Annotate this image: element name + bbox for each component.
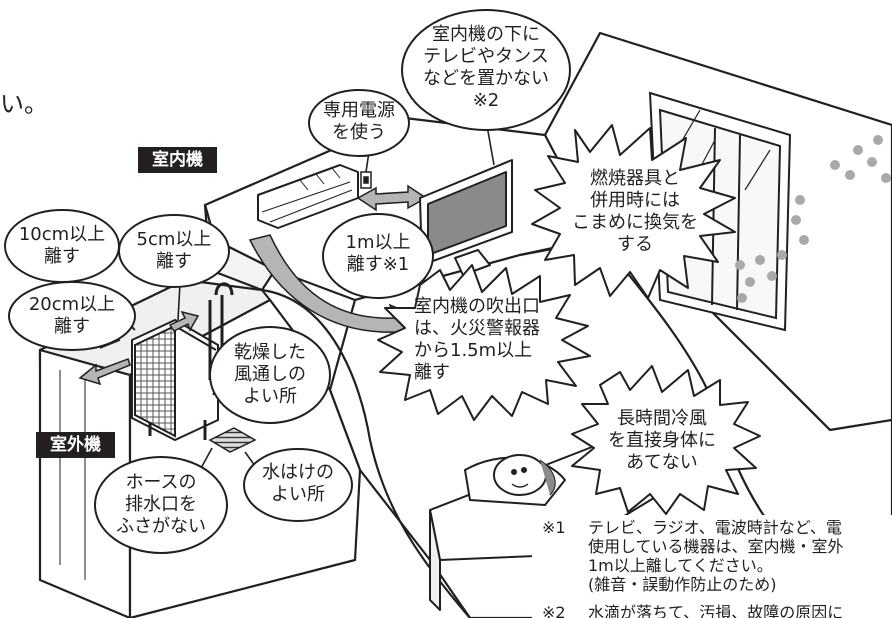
burst-no-direct-wind xyxy=(571,365,761,515)
callout-line: 室内機の下に xyxy=(432,24,540,45)
callout-no-direct-wind: 長時間冷風 を直接身体に あてない xyxy=(594,408,730,474)
bubble-gap-1m xyxy=(322,213,434,299)
callout-line: を直接身体に xyxy=(608,430,716,451)
callout-gap-5cm: 5cm以上 離す xyxy=(120,229,228,273)
footnote-mark: ※2 xyxy=(542,603,566,618)
callout-gap-20cm: 20cm以上 離す xyxy=(10,294,134,338)
callout-line: 離す xyxy=(44,246,80,267)
bubble-gap-20cm xyxy=(8,281,136,351)
callout-line: 1m以上 xyxy=(345,232,411,253)
callout-no-tv-below: 室内機の下に テレビやタンス などを置かない ※2 xyxy=(402,24,570,112)
callout-line: ホースの xyxy=(125,472,197,493)
callout-line: 離す xyxy=(156,251,192,272)
callout-dry-place: 乾燥した 風通しの よい所 xyxy=(222,342,318,408)
outdoor-unit xyxy=(131,282,234,442)
speech-bubbles xyxy=(4,9,571,554)
callout-line: よい所 xyxy=(243,386,297,407)
outdoor-unit-tag: 室外機 xyxy=(36,432,115,458)
callout-line: ※2 xyxy=(472,90,500,111)
callout-line: 離す xyxy=(54,316,90,337)
callout-line: 風通しの xyxy=(234,364,306,385)
footnote-line: (雑音・誤動作防止のため) xyxy=(588,575,777,594)
callout-line: 5cm以上 xyxy=(136,229,212,250)
callout-line: する xyxy=(617,234,653,255)
callout-line: 水はけの xyxy=(262,462,334,483)
outdoor-noise-dots xyxy=(735,135,891,303)
tv-set xyxy=(419,159,513,276)
callout-drainage: 水はけの よい所 xyxy=(250,462,346,506)
callout-line: 離す xyxy=(414,362,450,383)
bubble-gap-5cm xyxy=(118,214,230,288)
burst-ventilate xyxy=(531,124,736,299)
callout-line: などを置かない xyxy=(423,68,549,89)
callout-line: あてない xyxy=(626,452,698,473)
power-outlet-icon xyxy=(360,171,372,189)
bubble-hose-outlet xyxy=(94,456,228,554)
callout-line: 10cm以上 xyxy=(18,224,106,245)
callout-line: 乾燥した xyxy=(234,342,306,363)
footnote-2: ※2 水滴が落ちて、汚損、故障の原因に xyxy=(542,603,843,618)
drain-grate xyxy=(208,427,257,453)
callout-line: 併用時には xyxy=(590,190,680,211)
burst-callouts xyxy=(377,124,761,515)
callout-line: を使う xyxy=(332,122,386,143)
callout-line: 排水口を xyxy=(125,494,197,515)
bubble-no-tv-below xyxy=(401,9,571,131)
footnotes-panel: ※1 テレビ、ラジオ、電波時計など、電 使用している機器は、室内機・室外 1m以… xyxy=(532,515,892,618)
callout-line: よい所 xyxy=(271,484,325,505)
bubble-dedicated-power xyxy=(308,89,410,157)
callout-dedicated-power: 専用電源 を使う xyxy=(309,100,409,144)
footnote-line: 使用している機器は、室内機・室外 xyxy=(588,537,844,556)
callout-ventilate: 燃焼器具と 併用時には こまめに換気を する xyxy=(560,168,710,256)
callout-line: 室内機の吹出口 xyxy=(414,296,540,317)
callout-gap-10cm: 10cm以上 離す xyxy=(6,224,118,268)
indoor-unit-tag: 室内機 xyxy=(138,147,217,173)
callout-line: 20cm以上 xyxy=(28,294,116,315)
footnote-line: テレビ、ラジオ、電波時計など、電 xyxy=(588,518,842,537)
bubble-drainage xyxy=(243,448,353,522)
footnote-line: 水滴が落ちて、汚損、故障の原因に xyxy=(588,603,844,618)
callout-gap-1m: 1m以上 離す※1 xyxy=(326,232,430,276)
callout-line: 長時間冷風 xyxy=(617,408,707,429)
callout-line: 燃焼器具と xyxy=(590,168,680,189)
footnote-line: 1m以上離してください。 xyxy=(588,556,773,575)
callout-hose-outlet: ホースの 排水口を ふさがない xyxy=(104,472,218,538)
page-heading-fragment: い。 xyxy=(0,90,48,118)
callout-line: こまめに換気を xyxy=(572,212,698,233)
footnote-1: ※1 テレビ、ラジオ、電波時計など、電 使用している機器は、室内機・室外 1m以… xyxy=(542,518,844,594)
callout-line: ふさがない xyxy=(116,516,206,537)
callout-line: 専用電源 xyxy=(323,100,395,121)
burst-fire-alarm xyxy=(377,264,591,421)
callout-line: テレビやタンス xyxy=(423,46,549,67)
bubble-dry-place xyxy=(209,326,331,424)
callout-line: 離す※1 xyxy=(346,254,410,275)
callout-fire-alarm: 室内機の吹出口 は、火災警報器 から1.5m以上 離す xyxy=(414,296,566,384)
footnote-mark: ※1 xyxy=(542,518,566,537)
callout-line: は、火災警報器 xyxy=(414,318,540,339)
callout-line: から1.5m以上 xyxy=(414,340,533,361)
